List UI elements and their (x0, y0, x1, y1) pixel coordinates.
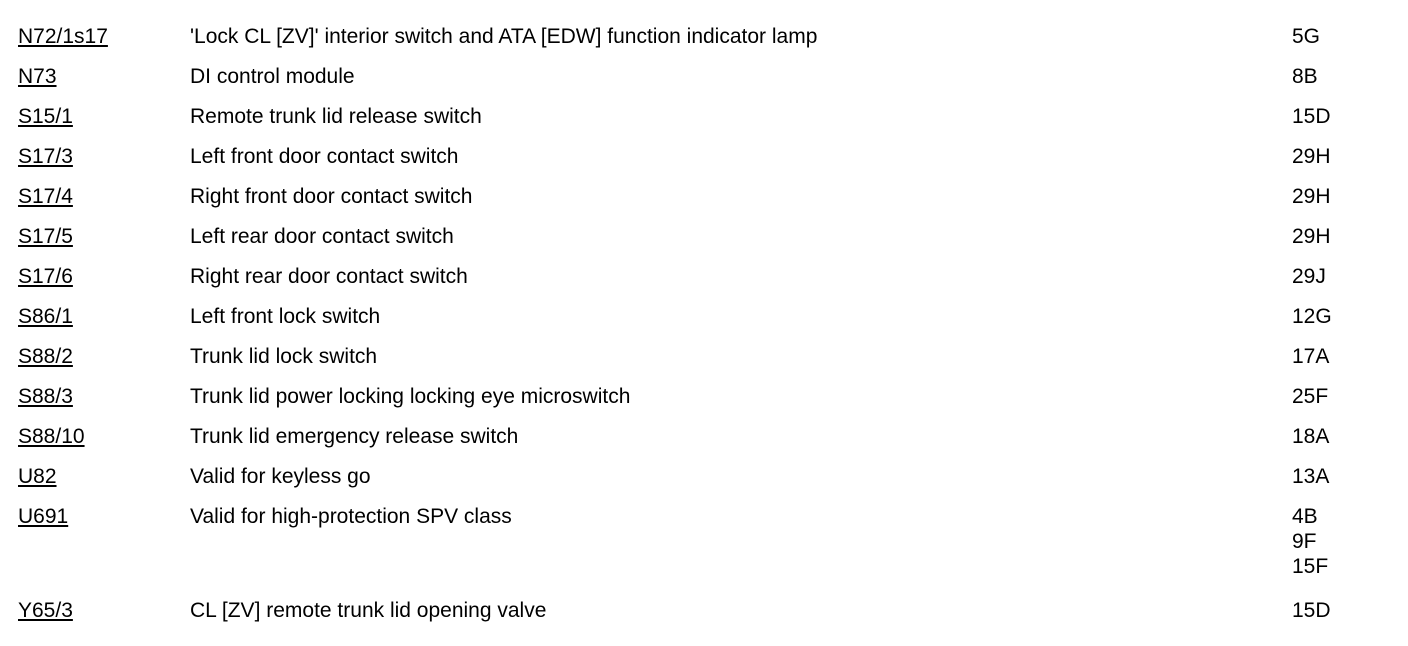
component-code-link[interactable]: S17/4 (18, 185, 73, 208)
grid-location: 29J (1292, 265, 1326, 288)
component-code-cell: N73 (18, 64, 190, 89)
component-description: Trunk lid emergency release switch (190, 425, 519, 448)
component-code-cell: S17/6 (18, 264, 190, 289)
grid-location-list: 29H (1292, 224, 1408, 249)
grid-location: 15D (1292, 105, 1331, 128)
component-description: Valid for keyless go (190, 465, 371, 488)
component-code-cell: S88/2 (18, 344, 190, 369)
component-code-cell: S17/5 (18, 224, 190, 249)
grid-location-list: 15D (1292, 104, 1408, 129)
table-row: S15/1 Remote trunk lid release switch 15… (18, 104, 1408, 129)
grid-location-list: 29J (1292, 264, 1408, 289)
table-row: Y65/3 CL [ZV] remote trunk lid opening v… (18, 598, 1408, 623)
grid-location: 15F (1292, 555, 1329, 578)
component-code-link[interactable]: S17/3 (18, 145, 73, 168)
component-description: Trunk lid lock switch (190, 345, 378, 368)
component-code-link[interactable]: S17/5 (18, 225, 73, 248)
table-row: S17/4 Right front door contact switch 29… (18, 184, 1408, 209)
component-code-link[interactable]: S15/1 (18, 105, 73, 128)
grid-location-list: 17A (1292, 344, 1408, 369)
component-description: Remote trunk lid release switch (190, 105, 482, 128)
component-description: Right rear door contact switch (190, 265, 468, 288)
component-description: Right front door contact switch (190, 185, 473, 208)
grid-location-list: 12G (1292, 304, 1408, 329)
grid-location: 17A (1292, 345, 1330, 368)
grid-location: 13A (1292, 465, 1330, 488)
component-code-link[interactable]: U691 (18, 505, 69, 528)
grid-location-list: 18A (1292, 424, 1408, 449)
grid-location: 25F (1292, 385, 1329, 408)
component-description: 'Lock CL [ZV]' interior switch and ATA [… (190, 25, 818, 48)
grid-location: 29H (1292, 145, 1331, 168)
grid-location-list: 13A (1292, 464, 1408, 489)
component-description: DI control module (190, 65, 355, 88)
grid-location-list: 29H (1292, 144, 1408, 169)
component-code-link[interactable]: S17/6 (18, 265, 73, 288)
component-description: Left front lock switch (190, 305, 381, 328)
component-code-link[interactable]: U82 (18, 465, 57, 488)
component-code-link[interactable]: N73 (18, 65, 57, 88)
grid-location-list: 29H (1292, 184, 1408, 209)
table-row: U691 Valid for high-protection SPV class… (18, 504, 1408, 579)
table-row: U82 Valid for keyless go 13A (18, 464, 1408, 489)
table-row: S86/1 Left front lock switch 12G (18, 304, 1408, 329)
component-code-cell: S15/1 (18, 104, 190, 129)
grid-location: 12G (1292, 305, 1332, 328)
grid-location-list: 15D (1292, 598, 1408, 623)
component-code-cell: S17/3 (18, 144, 190, 169)
grid-location: 15D (1292, 599, 1331, 622)
grid-location: 9F (1292, 530, 1317, 553)
component-code-link[interactable]: S88/3 (18, 385, 73, 408)
table-row: S88/3 Trunk lid power locking locking ey… (18, 384, 1408, 409)
component-code-cell: S88/10 (18, 424, 190, 449)
component-code-link[interactable]: S88/2 (18, 345, 73, 368)
component-code-cell: Y65/3 (18, 598, 190, 623)
component-code-link[interactable]: N72/1s17 (18, 25, 108, 48)
grid-location-list: 8B (1292, 64, 1408, 89)
table-row: S88/2 Trunk lid lock switch 17A (18, 344, 1408, 369)
grid-location: 29H (1292, 185, 1331, 208)
grid-location-list: 5G (1292, 24, 1408, 49)
table-row: S88/10 Trunk lid emergency release switc… (18, 424, 1408, 449)
component-description: Left rear door contact switch (190, 225, 454, 248)
component-code-cell: S88/3 (18, 384, 190, 409)
grid-location: 29H (1292, 225, 1331, 248)
grid-location: 18A (1292, 425, 1330, 448)
table-row: S17/5 Left rear door contact switch 29H (18, 224, 1408, 249)
table-row: N73 DI control module 8B (18, 64, 1408, 89)
component-legend-table: N72/1s17 'Lock CL [ZV]' interior switch … (18, 24, 1408, 623)
grid-location: 8B (1292, 65, 1318, 88)
component-code-cell: U82 (18, 464, 190, 489)
component-code-link[interactable]: S88/10 (18, 425, 85, 448)
component-code-link[interactable]: Y65/3 (18, 599, 73, 622)
component-description: CL [ZV] remote trunk lid opening valve (190, 599, 547, 622)
component-code-cell: U691 (18, 504, 190, 579)
grid-location: 4B (1292, 505, 1318, 528)
component-code-cell: N72/1s17 (18, 24, 190, 49)
table-row: S17/6 Right rear door contact switch 29J (18, 264, 1408, 289)
component-code-cell: S86/1 (18, 304, 190, 329)
component-description: Left front door contact switch (190, 145, 459, 168)
table-row: N72/1s17 'Lock CL [ZV]' interior switch … (18, 24, 1408, 49)
component-description: Trunk lid power locking locking eye micr… (190, 385, 631, 408)
component-code-link[interactable]: S86/1 (18, 305, 73, 328)
table-row: S17/3 Left front door contact switch 29H (18, 144, 1408, 169)
component-description: Valid for high-protection SPV class (190, 505, 512, 528)
component-code-cell: S17/4 (18, 184, 190, 209)
grid-location-list: 25F (1292, 384, 1408, 409)
grid-location: 5G (1292, 25, 1321, 48)
